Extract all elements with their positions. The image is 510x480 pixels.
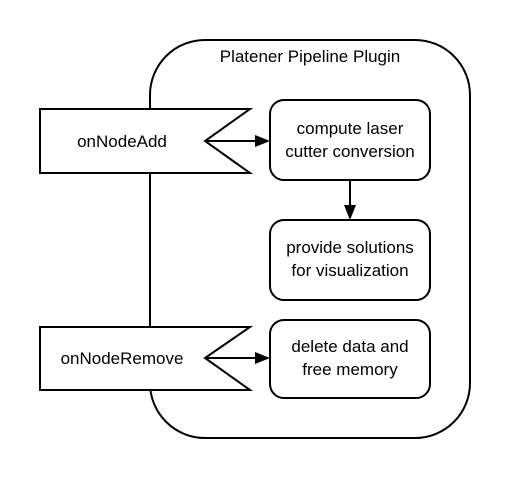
event-label-on-node-remove: onNodeRemove: [61, 349, 184, 368]
step-compute-box: [269, 99, 431, 181]
arrow-remove-to-delete-head: [255, 352, 270, 364]
step-compute-line2: cutter conversion: [285, 142, 414, 161]
plugin-title: Platener Pipeline Plugin: [220, 47, 401, 66]
step-delete-line2: free memory: [302, 360, 398, 379]
arrow-compute-to-provide-head: [344, 205, 356, 220]
event-flag-on-node-remove: [39, 326, 254, 391]
step-provide-line1: provide solutions: [286, 238, 414, 257]
step-provide-line2: for visualization: [291, 261, 408, 280]
event-flag-on-node-add: [39, 108, 254, 174]
step-provide-box: [269, 219, 431, 301]
step-compute-line1: compute laser: [297, 119, 404, 138]
step-delete-line1: delete data and: [291, 337, 408, 356]
arrow-add-to-compute-head: [255, 135, 270, 147]
event-label-on-node-add: onNodeAdd: [77, 132, 167, 151]
step-delete-box: [269, 319, 431, 399]
